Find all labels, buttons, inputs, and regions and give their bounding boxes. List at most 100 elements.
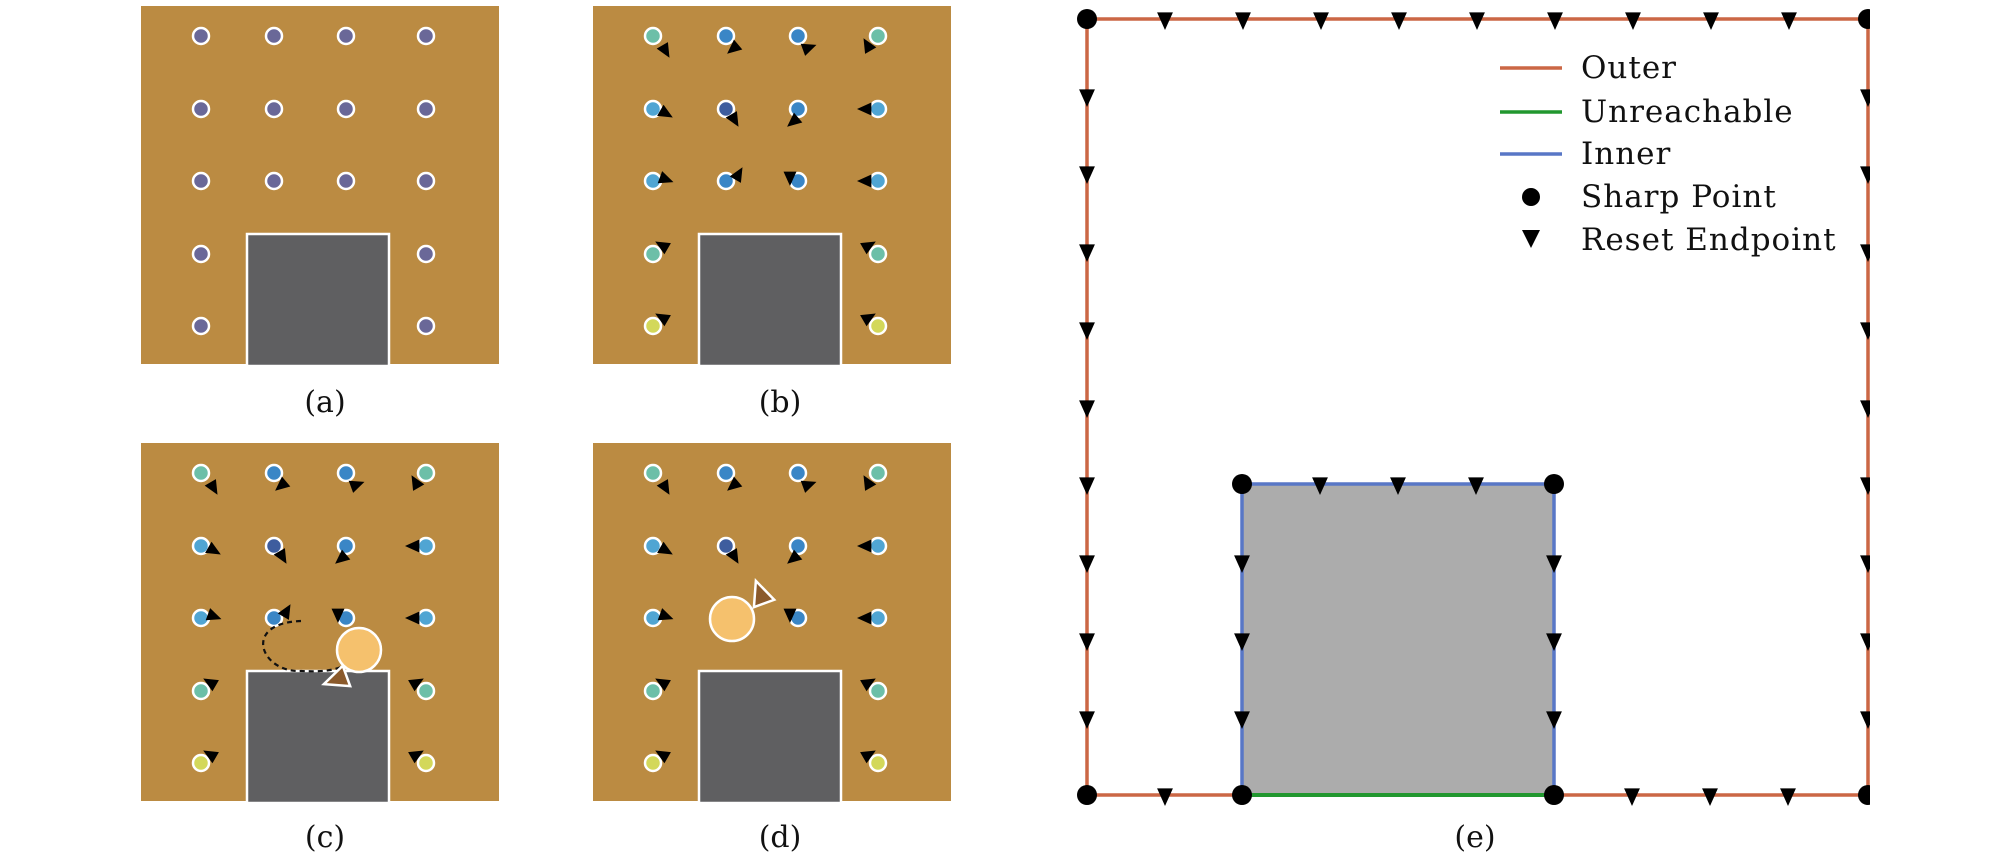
- direction-arrow-icon: [857, 611, 872, 625]
- waypoint-dot: [191, 463, 211, 483]
- grid-panels: [141, 6, 951, 805]
- waypoint-dot: [416, 608, 436, 628]
- reset-endpoint-icon: [1234, 633, 1250, 651]
- direction-arrow-icon: [787, 112, 803, 127]
- waypoint-dot: [868, 171, 888, 191]
- waypoint-dot: [868, 536, 888, 556]
- direction-arrow-icon: [657, 104, 673, 118]
- waypoint-dot: [643, 536, 663, 556]
- sharp-point-icon: [1077, 9, 1097, 29]
- waypoint-dot: [643, 753, 663, 773]
- direction-arrow-icon: [656, 42, 670, 58]
- waypoint-dot: [788, 26, 808, 46]
- waypoint-dot: [336, 171, 356, 191]
- agent-icon: [335, 626, 383, 674]
- waypoint-dot: [416, 171, 436, 191]
- waypoint-dot: [868, 753, 888, 773]
- direction-arrow-icon: [331, 608, 345, 623]
- legend-unreachable-label: Unreachable: [1581, 94, 1794, 130]
- waypoint-dot: [716, 536, 736, 556]
- waypoint-dot: [264, 463, 284, 483]
- obstacle-c: [245, 669, 391, 805]
- waypoint-dot: [191, 753, 211, 773]
- legend-reset-endpoint-icon: [1522, 230, 1540, 248]
- direction-arrow-icon: [203, 750, 219, 764]
- panel-d: [593, 443, 951, 805]
- reset-endpoint-icon: [1079, 166, 1095, 184]
- direction-arrow-icon: [860, 313, 876, 327]
- reset-endpoint-icon: [1860, 89, 1870, 107]
- waypoint-dot: [643, 681, 663, 701]
- sharp-point-icon: [1077, 785, 1097, 805]
- legend-sharp-point-label: Sharp Point: [1581, 179, 1777, 215]
- direction-arrow-icon: [860, 241, 876, 255]
- waypoint-dot: [643, 463, 663, 483]
- reset-endpoint-icon: [1546, 711, 1562, 729]
- waypoint-dot: [868, 316, 888, 336]
- direction-arrow-icon: [857, 102, 872, 116]
- waypoint-dot: [868, 26, 888, 46]
- direction-arrow-icon: [783, 608, 797, 623]
- reset-endpoint-icon: [1860, 244, 1870, 262]
- waypoint-dot: [416, 536, 436, 556]
- inner-obstacle: [1242, 484, 1554, 795]
- reset-endpoint-icon: [1079, 711, 1095, 729]
- reset-endpoint-icon: [1860, 633, 1870, 651]
- direction-arrow-icon: [405, 539, 420, 553]
- direction-arrow-icon: [273, 548, 287, 564]
- direction-arrow-icon: [787, 549, 803, 564]
- direction-arrow-icon: [725, 548, 739, 564]
- reset-endpoint-icon: [1468, 477, 1484, 495]
- direction-arrow-icon: [729, 167, 743, 183]
- direction-arrow-icon: [800, 43, 817, 56]
- direction-arrow-icon: [405, 611, 420, 625]
- direction-arrow-icon: [860, 750, 876, 764]
- waypoint-dot: [416, 463, 436, 483]
- reset-endpoint-icon: [1860, 400, 1870, 418]
- waypoint-dot: [716, 99, 736, 119]
- waypoint-dot: [868, 608, 888, 628]
- waypoint-dot: [416, 753, 436, 773]
- direction-arrow-icon: [783, 171, 797, 186]
- legend: Outer Unreachable Inner Sharp Point Rese…: [1500, 50, 1836, 258]
- obstacle-a: [245, 232, 391, 368]
- reset-endpoint-icon: [1312, 477, 1328, 495]
- direction-arrow-icon: [204, 479, 218, 495]
- waypoint-dot: [643, 26, 663, 46]
- caption-c: (c): [304, 820, 346, 855]
- panel-e-boundary-diagram: [1077, 9, 1870, 806]
- obstacle-b: [697, 232, 843, 368]
- reset-endpoint-icon: [1624, 788, 1640, 806]
- reset-endpoint-icon: [1781, 12, 1797, 30]
- reset-endpoint-icon: [1079, 477, 1095, 495]
- reset-endpoint-icon: [1234, 711, 1250, 729]
- caption-a: (a): [304, 385, 346, 420]
- reset-endpoint-icon: [1702, 788, 1718, 806]
- reset-endpoint-markers: [1079, 12, 1870, 806]
- reset-endpoint-icon: [1860, 166, 1870, 184]
- waypoint-dot: [336, 536, 356, 556]
- direction-arrow-icon: [857, 539, 872, 553]
- waypoint-dot: [191, 681, 211, 701]
- waypoint-dot: [716, 26, 736, 46]
- waypoint-dot: [264, 26, 284, 46]
- waypoint-dot: [868, 99, 888, 119]
- direction-arrow-icon: [275, 476, 291, 491]
- waypoint-dot: [191, 99, 211, 119]
- sharp-point-icon: [1544, 474, 1564, 494]
- direction-arrow-icon: [205, 608, 222, 621]
- reset-endpoint-icon: [1860, 711, 1870, 729]
- agent-heading-icon: [752, 578, 777, 609]
- direction-arrow-icon: [857, 174, 872, 188]
- waypoint-dot: [336, 99, 356, 119]
- direction-arrow-icon: [335, 549, 351, 564]
- reset-endpoint-icon: [1546, 555, 1562, 573]
- direction-arrow-icon: [655, 313, 671, 327]
- legend-outer-label: Outer: [1581, 50, 1677, 86]
- reset-endpoint-icon: [1079, 322, 1095, 340]
- waypoint-dot: [868, 463, 888, 483]
- waypoint-dot: [264, 536, 284, 556]
- waypoint-dot: [716, 463, 736, 483]
- waypoint-dot: [416, 316, 436, 336]
